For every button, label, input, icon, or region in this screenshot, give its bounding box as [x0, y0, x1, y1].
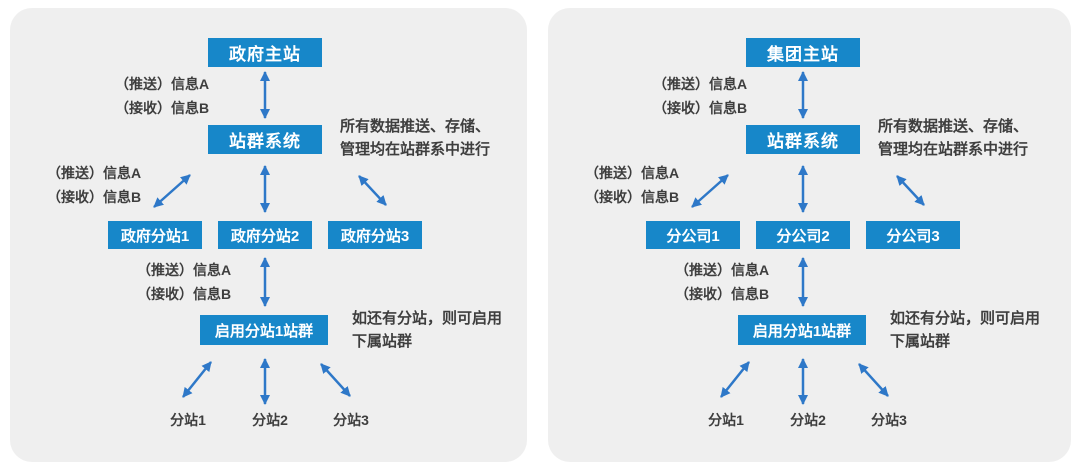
receive-line: （接收）信息B — [47, 189, 142, 205]
note-line: 下属站群 — [890, 333, 951, 350]
branch-site-box: 分公司1 — [646, 221, 740, 249]
push-line: （推送）信息A — [47, 165, 142, 181]
cluster-system-box: 站群系统 — [208, 125, 322, 154]
arrow-enable-to-sub1 — [720, 361, 750, 398]
cluster-system-box: 站群系统 — [746, 125, 860, 154]
push-receive-label: （推送）信息A （接收）信息B — [47, 161, 141, 209]
sub-site-label: 分站1 — [170, 412, 206, 428]
sub-cluster-note: 如还有分站，则可启用 下属站群 — [890, 307, 1040, 353]
receive-line: （接收）信息B — [137, 286, 232, 302]
sub-cluster-note: 如还有分站，则可启用 下属站群 — [352, 307, 502, 353]
receive-line: （接收）信息B — [585, 189, 680, 205]
receive-line: （接收）信息B — [115, 100, 210, 116]
arrow-cluster-to-branch3 — [896, 175, 925, 206]
sub-site-label: 分站2 — [252, 412, 288, 428]
note-line: 如还有分站，则可启用 — [352, 310, 503, 327]
arrow-enable-to-sub3 — [320, 363, 351, 397]
group-diagram-panel: 集团主站 站群系统 分公司1 分公司2 分公司3 启用分站1站群 （推送）信息A… — [548, 8, 1071, 462]
arrow-enable-to-sub1 — [182, 361, 212, 398]
enable-cluster-box: 启用分站1站群 — [738, 315, 866, 345]
arrow-cluster-to-branch1 — [691, 174, 729, 208]
branch-site-box: 分公司3 — [866, 221, 960, 249]
push-receive-label: （推送）信息A （接收）信息B — [653, 72, 747, 120]
note-line: 如还有分站，则可启用 — [890, 310, 1041, 327]
push-receive-label: （推送）信息A （接收）信息B — [137, 258, 231, 306]
arrow-cluster-to-branch3 — [358, 175, 387, 206]
sub-site-label: 分站3 — [333, 412, 369, 428]
main-site-box: 政府主站 — [208, 38, 322, 67]
branch-site-box: 政府分站3 — [328, 221, 422, 249]
arrow-enable-to-sub3 — [858, 363, 889, 397]
sub-site-label: 分站1 — [708, 412, 744, 428]
sub-site-label: 分站3 — [871, 412, 907, 428]
branch-site-box: 政府分站1 — [108, 221, 202, 249]
push-receive-label: （推送）信息A （接收）信息B — [585, 161, 679, 209]
note-line: 管理均在站群系中进行 — [340, 141, 491, 158]
push-receive-label: （推送）信息A （接收）信息B — [115, 72, 209, 120]
data-management-note: 所有数据推送、存储、 管理均在站群系中进行 — [878, 115, 1028, 161]
push-line: （推送）信息A — [137, 262, 232, 278]
sub-site-label: 分站2 — [790, 412, 826, 428]
arrow-cluster-to-branch1 — [153, 174, 191, 208]
main-site-box: 集团主站 — [746, 38, 860, 67]
push-receive-label: （推送）信息A （接收）信息B — [675, 258, 769, 306]
note-line: 所有数据推送、存储、 — [340, 118, 491, 135]
receive-line: （接收）信息B — [653, 100, 748, 116]
note-line: 所有数据推送、存储、 — [878, 118, 1029, 135]
branch-site-box: 政府分站2 — [218, 221, 312, 249]
government-diagram-panel: 政府主站 站群系统 政府分站1 政府分站2 政府分站3 启用分站1站群 （推送）… — [10, 8, 527, 462]
enable-cluster-box: 启用分站1站群 — [200, 315, 328, 345]
push-line: （推送）信息A — [585, 165, 680, 181]
receive-line: （接收）信息B — [675, 286, 770, 302]
push-line: （推送）信息A — [675, 262, 770, 278]
push-line: （推送）信息A — [115, 76, 210, 92]
note-line: 下属站群 — [352, 333, 413, 350]
data-management-note: 所有数据推送、存储、 管理均在站群系中进行 — [340, 115, 490, 161]
arrows-layer — [153, 71, 387, 405]
note-line: 管理均在站群系中进行 — [878, 141, 1029, 158]
branch-site-box: 分公司2 — [756, 221, 850, 249]
arrows-layer — [691, 71, 925, 405]
push-line: （推送）信息A — [653, 76, 748, 92]
